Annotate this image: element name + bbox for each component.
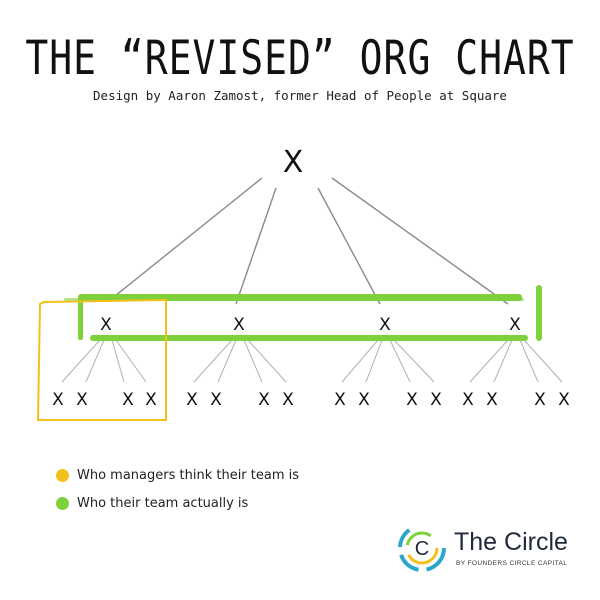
leaf-node: X [210, 390, 222, 410]
chart-subtitle: Design by Aaron Zamost, former Head of P… [93, 88, 507, 103]
manager-view-box [36, 298, 167, 421]
legend-actual-view: Who their team actually is [56, 496, 248, 511]
circle-logo-icon: C [398, 524, 446, 572]
green-bar-right [536, 285, 542, 341]
brand-logo: C The Circle BY FOUNDERS CIRCLE CAPITAL [396, 520, 576, 576]
leaf-nodes: X X X X X X X X X X X X X X X X [52, 390, 570, 410]
leaf-node: X [76, 390, 88, 410]
connector-top-4 [331, 177, 509, 305]
legend-manager-label: Who managers think their team is [77, 468, 300, 483]
leaf-node: X [486, 390, 498, 410]
green-dot-icon [56, 497, 69, 510]
actual-team-marker [64, 285, 542, 341]
leaf-node: X [258, 390, 270, 410]
leaf-node: X [358, 390, 370, 410]
green-bar-bottom [90, 335, 528, 341]
brand-tagline: BY FOUNDERS CIRCLE CAPITAL [456, 560, 568, 567]
leaf-node: X [282, 390, 294, 410]
connector-top-3 [317, 187, 381, 305]
manager-node: X [233, 315, 245, 335]
connector-top-2 [235, 187, 277, 305]
connectors-top [109, 177, 509, 305]
leaf-node: X [334, 390, 346, 410]
legend-actual-label: Who their team actually is [77, 496, 249, 511]
manager-node: X [509, 315, 521, 335]
leaf-node: X [52, 390, 64, 410]
connectors-leaves [61, 339, 563, 383]
legend-manager-view: Who managers think their team is [56, 468, 299, 483]
brand-name: The Circle [454, 528, 568, 556]
yellow-dot-icon [56, 469, 69, 482]
chart-title: THE “REVISED” ORG CHART [25, 30, 575, 85]
manager-node: X [379, 315, 391, 335]
svg-text:C: C [415, 538, 429, 560]
leaf-node: X [430, 390, 442, 410]
leaf-node: X [186, 390, 198, 410]
leaf-node: X [406, 390, 418, 410]
top-node: X [283, 145, 304, 180]
leaf-node: X [462, 390, 474, 410]
leaf-node: X [534, 390, 546, 410]
leaf-node: X [122, 390, 134, 410]
connector-top-1 [109, 177, 263, 301]
leaf-node: X [145, 390, 157, 410]
manager-node: X [100, 315, 112, 335]
leaf-node: X [558, 390, 570, 410]
